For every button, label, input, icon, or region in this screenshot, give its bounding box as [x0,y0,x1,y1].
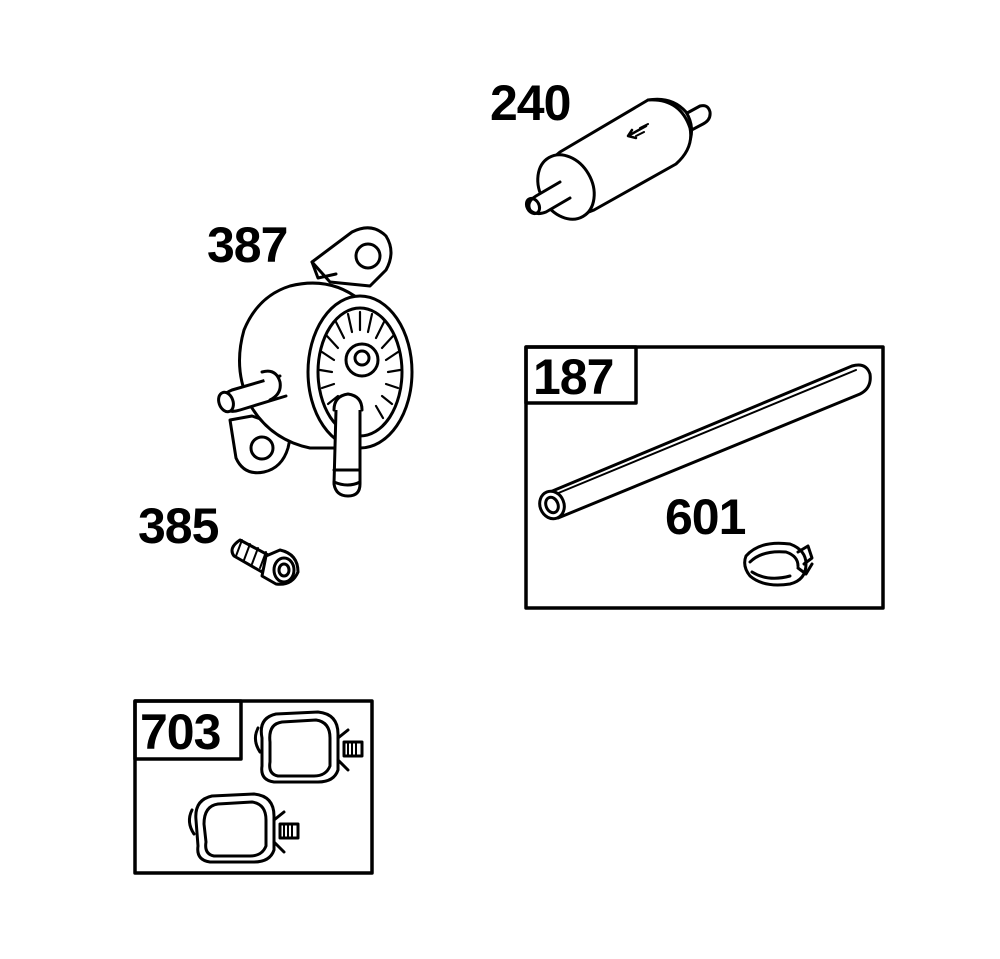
callout-240: 240 [490,75,571,131]
screw-icon [230,538,300,586]
fuel-filter-icon [524,97,712,221]
callout-387: 387 [207,217,288,273]
kit-label-703: 703 [140,704,221,760]
clamp-kit-icon [187,710,364,864]
hose-clamp-icon [743,541,814,587]
callout-601: 601 [665,489,746,545]
fuel-pump-icon [217,226,414,498]
kit-label-187: 187 [533,349,614,405]
fuel-line-icon [538,363,872,521]
fuel-line-kit-box [524,345,885,610]
callout-385: 385 [138,498,219,554]
clamp-kit-box [133,699,374,875]
